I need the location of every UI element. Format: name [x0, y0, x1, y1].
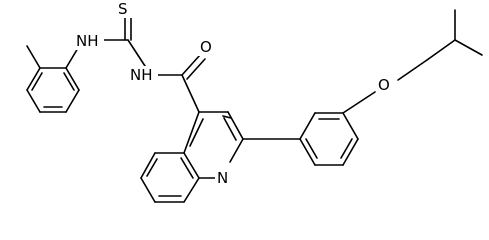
label-mask-nh1 [74, 32, 104, 50]
ch-me2-bond [454, 39, 483, 56]
co-bond-a [181, 54, 201, 76]
isobutoxy-chain [342, 9, 483, 114]
co-bond-b [186, 58, 206, 80]
tolyl-double-1 [31, 72, 43, 91]
ether-oxygen-label: O [378, 76, 390, 94]
phenyl-ring [299, 112, 359, 166]
benzo-double-1 [146, 158, 158, 177]
pyr-bond-c8a-c4a [183, 152, 200, 179]
pyr-bond-c2-n [229, 138, 244, 163]
pyr-double-stub [222, 115, 232, 119]
pyr-bond-c3-c2 [227, 111, 244, 140]
quinoline-pyridine-ring [183, 111, 244, 179]
ph-bond-1 [299, 112, 316, 140]
ph-bond-3 [342, 112, 359, 140]
carbonyl-group [181, 54, 206, 113]
thiourea-group [65, 13, 183, 76]
tolyl-bond-5 [65, 89, 80, 113]
methyl-bond [26, 45, 41, 69]
benzo-bond-3 [140, 177, 156, 203]
quinoline-nitrogen-label: N [217, 169, 228, 187]
tolyl-bond-2 [26, 67, 41, 91]
label-mask-s [114, 0, 136, 18]
molecule-drawing: S NH NH O O N [26, 0, 483, 203]
amide-nh-label: NH [130, 66, 153, 84]
atom-labels: S NH NH O O N [74, 0, 394, 187]
carbonyl-oxygen-label: O [200, 38, 212, 56]
label-mask-o2 [376, 76, 394, 94]
o-ch2-bond [397, 59, 428, 81]
c-nh-right-bond [127, 39, 146, 67]
ph-bond-6 [299, 138, 316, 166]
nh-aryl-bond [65, 47, 79, 69]
tolyl-bond-6 [65, 67, 80, 91]
sulfur-label: S [118, 0, 128, 18]
quinoline-benzo-ring [140, 152, 200, 203]
ph-bond-4 [342, 138, 359, 166]
structure-canvas: S NH NH O O N [26, 0, 483, 203]
label-mask-n [215, 168, 233, 186]
ph-double-2 [340, 138, 353, 159]
tolyl-double-3 [63, 72, 75, 91]
label-mask-o1 [198, 38, 216, 56]
pyr-double-c4-c4a [189, 118, 204, 147]
pyr-double-c3-c2 [223, 117, 237, 141]
label-mask-nh2 [128, 66, 158, 84]
tolyl-ring [26, 45, 80, 113]
tolyl-bond-3 [26, 89, 41, 113]
benzo-bond-2 [140, 152, 156, 179]
ph-double-3 [305, 138, 318, 159]
benzo-double-3 [180, 157, 194, 179]
ch2-ch-bond [426, 39, 456, 61]
thiourea-nh-label: NH [76, 32, 99, 50]
carbonyl-quinoline-bond [181, 74, 200, 113]
benzo-bond-5 [183, 177, 200, 203]
aryl-o-bond [342, 91, 376, 114]
pyr-bond-c4a-c4 [183, 111, 200, 154]
